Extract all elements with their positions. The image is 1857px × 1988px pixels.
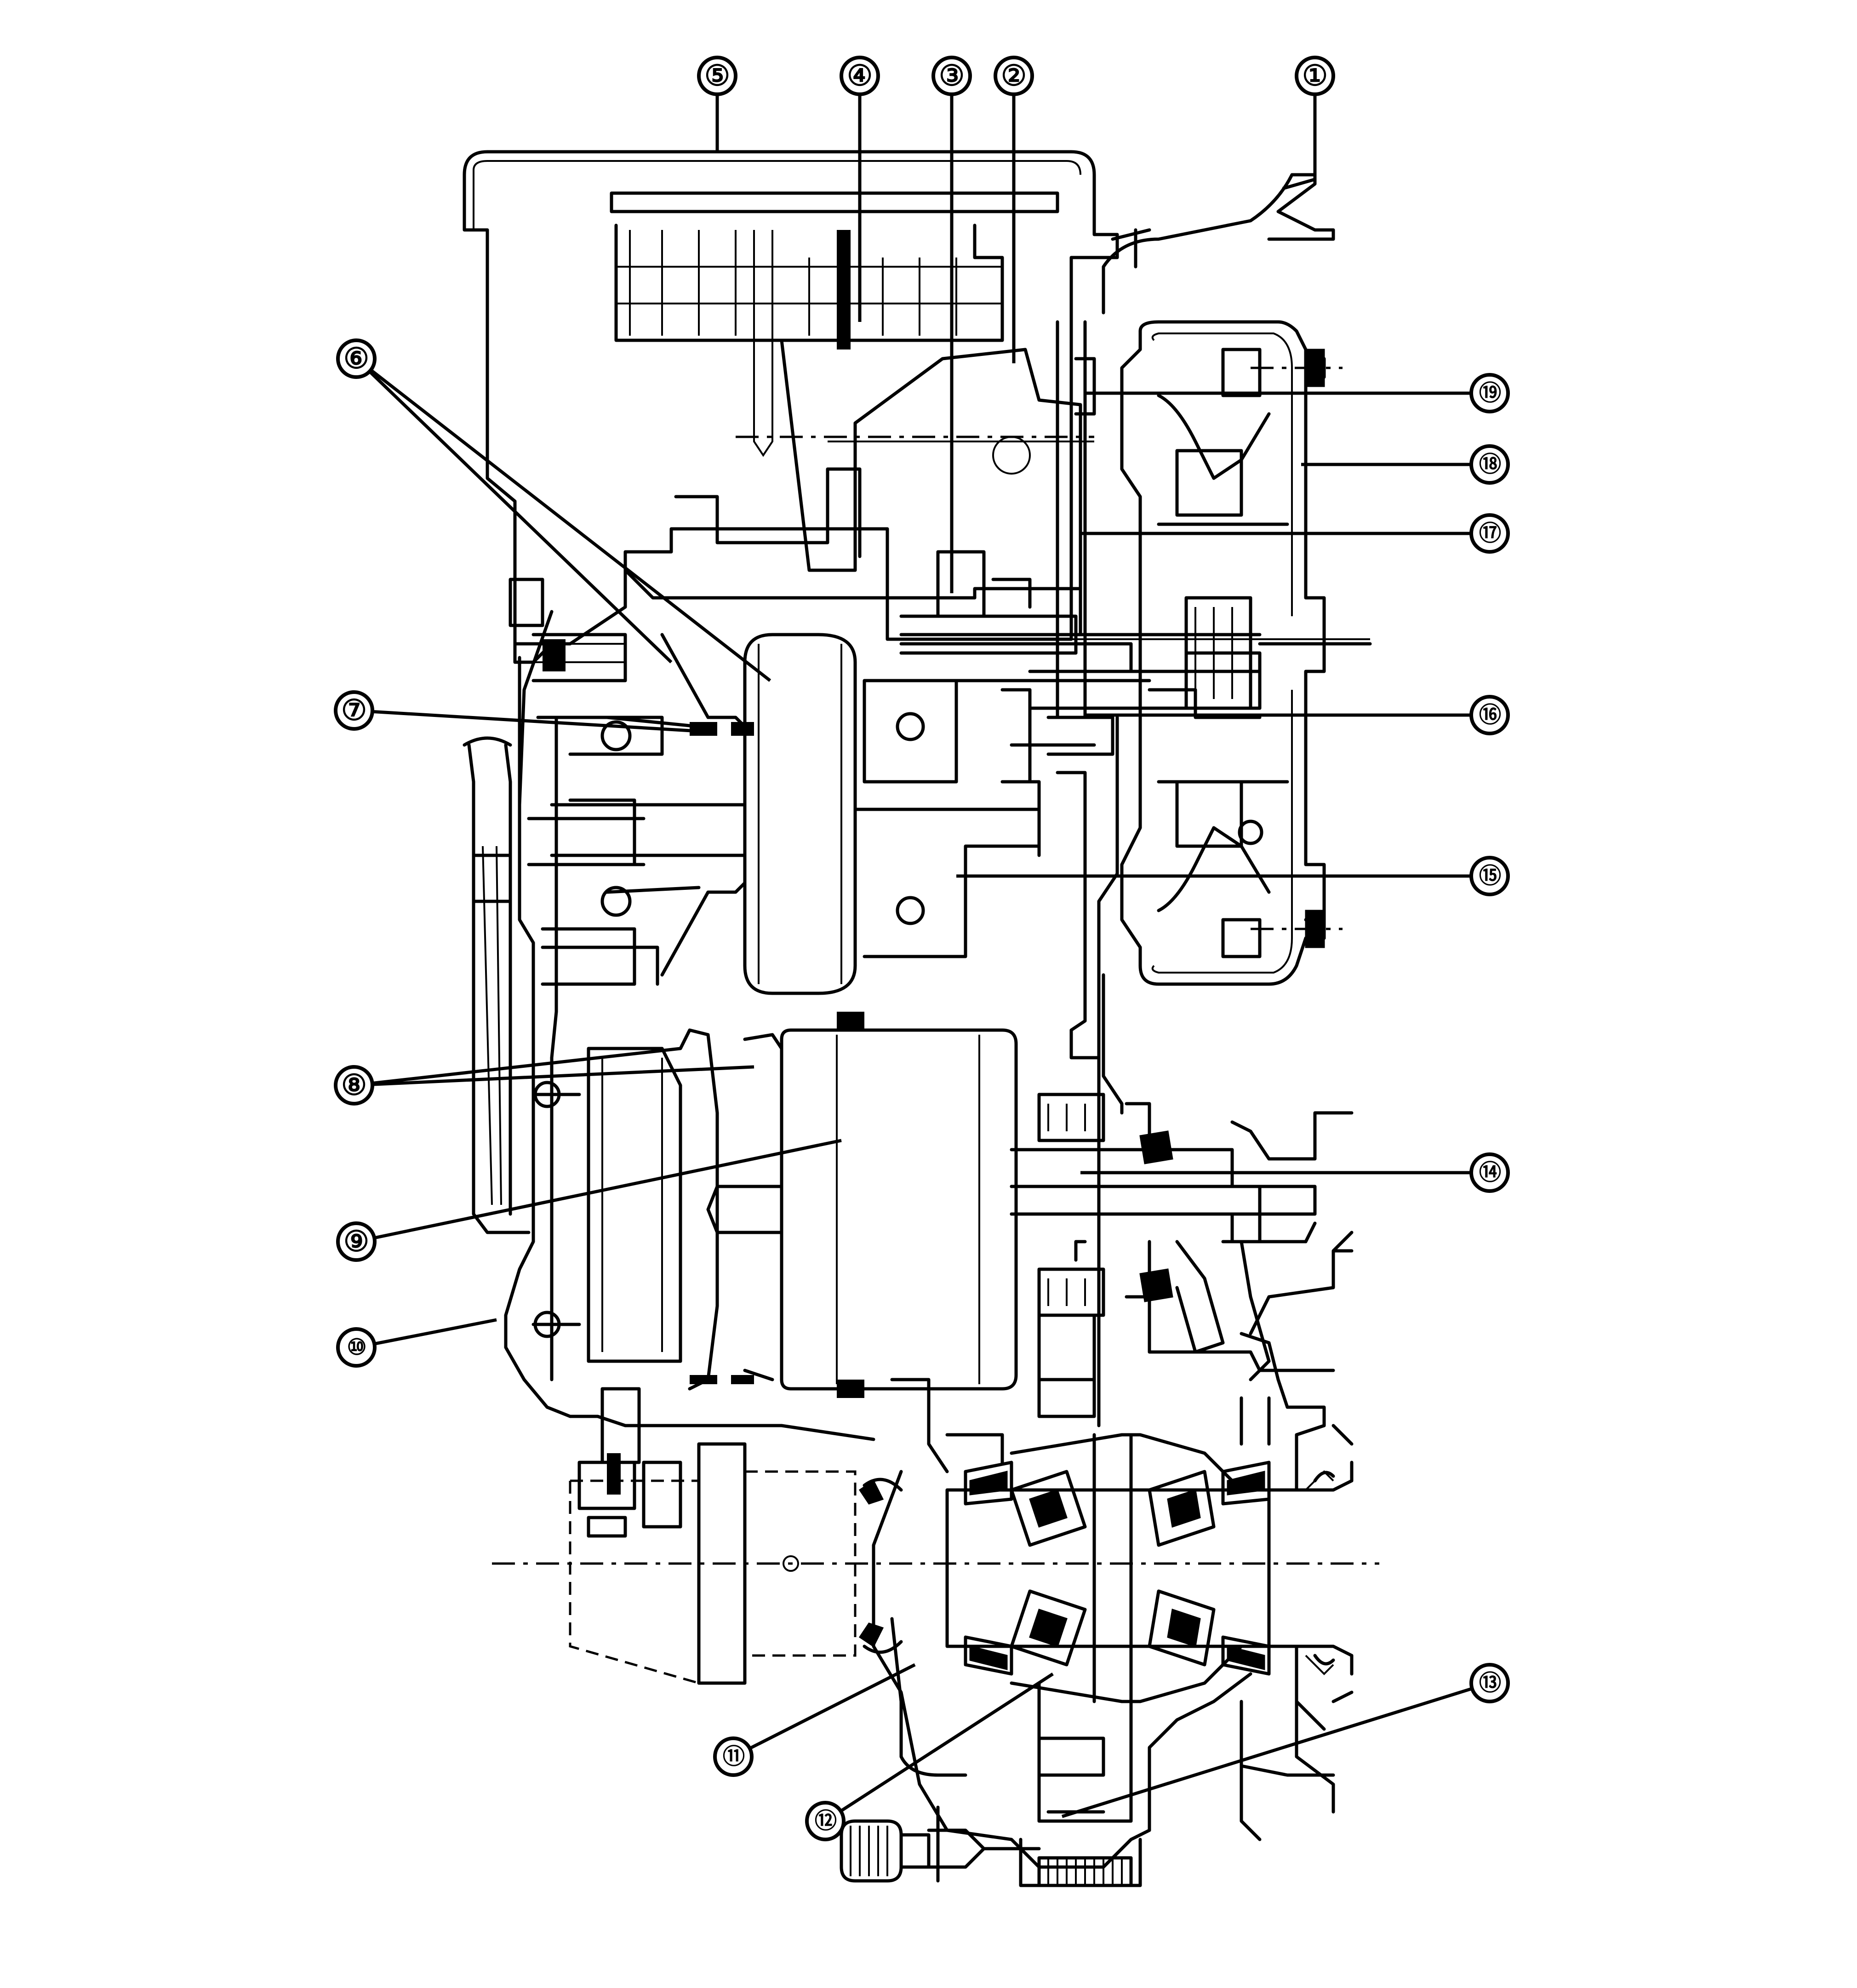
- pulley-housing: [463, 568, 1082, 1441]
- svg-text:⑥: ⑥: [343, 343, 369, 375]
- sensor-connector: [509, 578, 636, 986]
- svg-text:④: ④: [847, 60, 873, 92]
- svg-text:②: ②: [1001, 60, 1027, 92]
- callout-9: ⑨: [336, 1221, 377, 1262]
- secondary-pulley: [531, 1028, 1018, 1464]
- svg-text:⑲: ⑲: [1479, 381, 1501, 406]
- differential: [872, 1231, 1354, 1887]
- callout-3: ③: [931, 56, 972, 96]
- svg-text:⑬: ⑬: [1479, 1671, 1501, 1696]
- svg-text:⑫: ⑫: [815, 1809, 837, 1833]
- callout-11: ⑪: [713, 1736, 754, 1777]
- svg-text:⑭: ⑭: [1479, 1161, 1501, 1185]
- callout-7: ⑦: [334, 690, 374, 731]
- drive-belt: [690, 722, 864, 1398]
- torque-converter: [1102, 173, 1372, 1115]
- svg-text:⑮: ⑮: [1479, 864, 1501, 888]
- speed-sensor: [840, 1805, 1041, 1883]
- svg-text:⑰: ⑰: [1479, 521, 1501, 546]
- svg-text:⑪: ⑪: [723, 1745, 745, 1769]
- svg-text:①: ①: [1302, 60, 1328, 92]
- svg-text:⑧: ⑧: [341, 1070, 367, 1101]
- svg-text:⑦: ⑦: [341, 695, 367, 727]
- callout-13: ⑬: [1469, 1663, 1510, 1703]
- callout-4: ④: [840, 56, 880, 96]
- callout-5: ⑤: [697, 56, 737, 96]
- svg-text:③: ③: [939, 60, 965, 92]
- callout-12: ⑫: [805, 1801, 846, 1841]
- transmission-case: [463, 150, 1119, 646]
- primary-pulley: [550, 633, 1041, 995]
- callout-19: ⑲: [1469, 373, 1510, 413]
- callout-8: ⑧: [334, 1065, 374, 1106]
- svg-text:⑱: ⑱: [1479, 453, 1501, 477]
- lower-left-components: [569, 1442, 967, 1777]
- callout-10: ⑩: [336, 1327, 377, 1368]
- callout-2: ②: [994, 56, 1034, 96]
- callout-14: ⑭: [1469, 1152, 1510, 1193]
- callout-17: ⑰: [1469, 513, 1510, 554]
- counter-shaft: [1010, 1093, 1354, 1372]
- svg-text:⑩: ⑩: [347, 1335, 366, 1360]
- callout-18: ⑱: [1469, 444, 1510, 485]
- leader-lines: [354, 76, 1491, 1822]
- callout-16: ⑯: [1469, 695, 1510, 735]
- callout-1: ①: [1295, 56, 1335, 96]
- callout-6: ⑥: [336, 338, 377, 379]
- svg-text:⑤: ⑤: [704, 60, 730, 92]
- svg-text:⑨: ⑨: [343, 1226, 369, 1258]
- svg-text:⑯: ⑯: [1479, 703, 1501, 728]
- callout-15: ⑮: [1469, 856, 1510, 896]
